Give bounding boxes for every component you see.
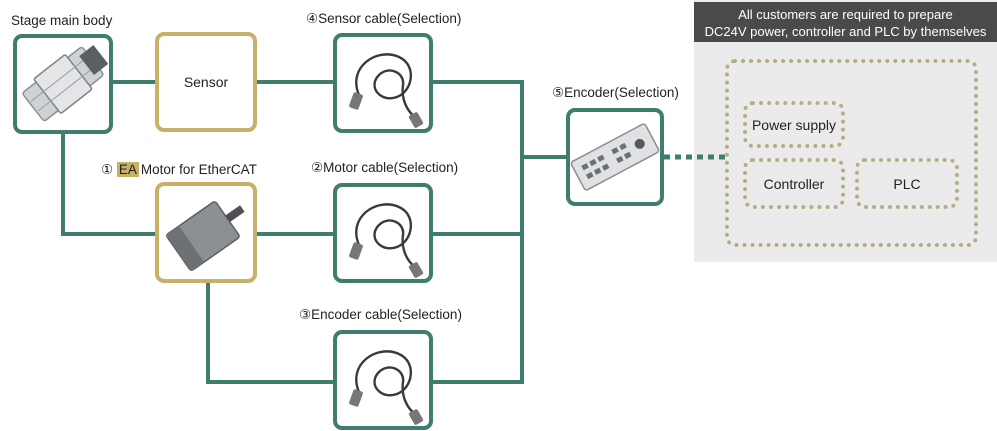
- encoder-cable-box: [333, 330, 433, 430]
- customer-note-line1: All customers are required to prepare: [738, 7, 953, 22]
- sensor-box: Sensor: [155, 32, 257, 132]
- motor-icon: [165, 201, 245, 272]
- sensor-cable-label: ④Sensor cable(Selection): [306, 11, 462, 26]
- motor-label-ea: EA: [116, 162, 139, 177]
- customer-note: All customers are required to prepare DC…: [694, 2, 997, 42]
- stage-box: [13, 34, 113, 134]
- encoder-label: ⑤Encoder(Selection): [552, 85, 679, 100]
- motor-box: [155, 182, 257, 283]
- cable-icon: [349, 350, 424, 425]
- controller-box: Controller: [743, 158, 845, 209]
- cable-icon: [349, 203, 424, 278]
- power-supply-box: Power supply: [743, 101, 845, 148]
- customer-note-line2: DC24V power, controller and PLC by thems…: [704, 24, 987, 39]
- customer-supply-area: [725, 59, 978, 247]
- stage-icon: [22, 44, 109, 122]
- stage-label: Stage main body: [11, 13, 113, 28]
- motor-cable-label: ②Motor cable(Selection): [311, 160, 459, 175]
- encoder-icon: [570, 123, 660, 191]
- encoder-cable-label: ③Encoder cable(Selection): [299, 307, 462, 322]
- motor-label-prefix: ①: [101, 162, 114, 177]
- sensor-cable-box: [333, 33, 433, 133]
- encoder-box: [566, 108, 664, 206]
- plc-box: PLC: [855, 158, 959, 209]
- cable-icon: [349, 53, 424, 128]
- motor-label-suffix: Motor for EtherCAT: [140, 162, 257, 177]
- motor-cable-box: [333, 183, 433, 283]
